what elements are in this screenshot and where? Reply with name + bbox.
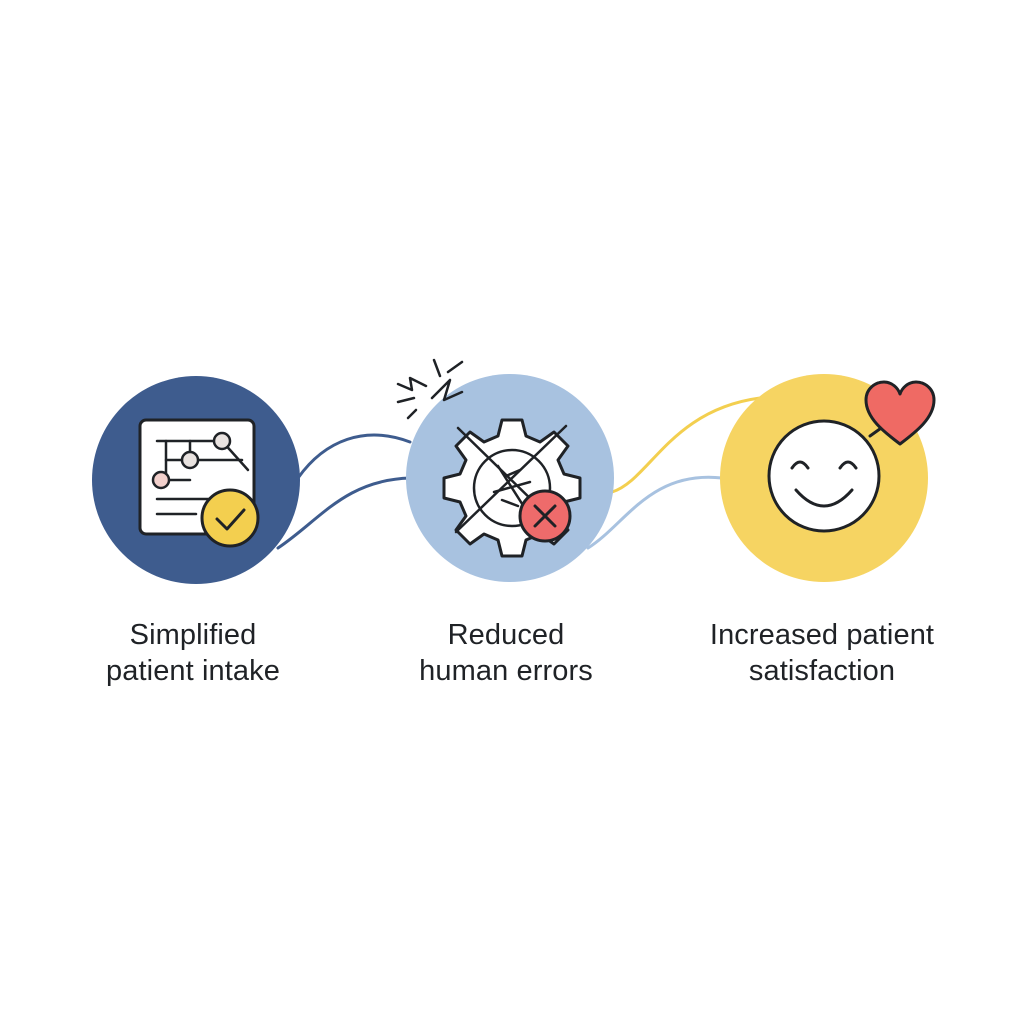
step-2-node — [396, 358, 614, 582]
step-3-node — [720, 374, 936, 582]
step-3-label-line-1: Increased patient — [709, 619, 935, 651]
check-badge-icon — [200, 488, 260, 548]
step-2-label-line-1: Reduced — [447, 619, 565, 651]
connector-2-3 — [586, 396, 762, 550]
connector-1-2 — [276, 433, 412, 550]
error-x-badge-icon — [518, 489, 572, 543]
heart-icon — [864, 380, 936, 446]
step-1-node — [92, 376, 300, 584]
step-3-label: Increased patient satisfaction — [672, 617, 972, 689]
smiley-face-icon — [767, 419, 881, 533]
step-1-label-line-1: Simplified — [129, 619, 257, 651]
step-3-label-line-2: satisfaction — [748, 655, 896, 687]
step-2-label: Reduced human errors — [356, 617, 656, 689]
step-1-label: Simplified patient intake — [43, 617, 343, 689]
spark-lines-icon — [396, 358, 464, 420]
step-2-label-line-2: human errors — [419, 655, 593, 687]
step-1-label-line-2: patient intake — [106, 655, 280, 687]
